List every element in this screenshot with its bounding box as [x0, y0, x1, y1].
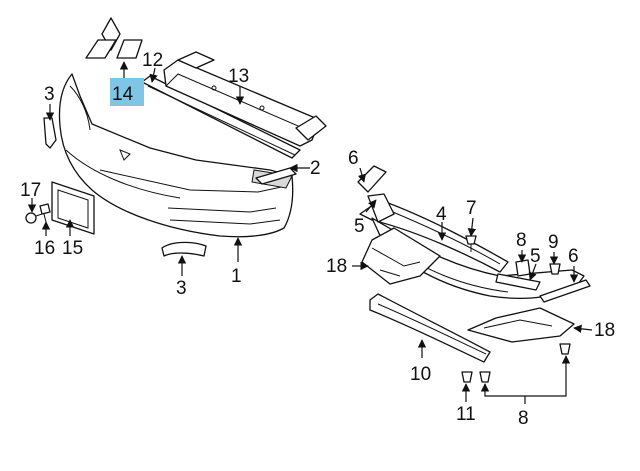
clip-8-lower-right-part[interactable]: [559, 343, 571, 355]
callout-2: 2: [310, 158, 321, 179]
grille-strip-part[interactable]: [141, 75, 301, 159]
callout-3-lower: 3: [176, 278, 187, 299]
callout-9: 9: [548, 232, 559, 253]
undercover-right-part[interactable]: [467, 307, 575, 343]
callout-17: 17: [20, 180, 41, 201]
lower-lip-spoiler-part[interactable]: [369, 293, 491, 363]
undercover-left-part[interactable]: [361, 227, 441, 285]
side-bracket-lower-part[interactable]: [161, 241, 207, 257]
callout-16: 16: [34, 238, 55, 259]
screw-16-part[interactable]: [39, 203, 51, 223]
callout-8-lower: 8: [518, 408, 529, 429]
callout-11: 11: [456, 404, 476, 425]
leader-lines: [27, 61, 593, 404]
seal-strip-part[interactable]: [255, 167, 297, 185]
corner-bracket-left-part[interactable]: [357, 165, 387, 193]
callout-3-upper: 3: [44, 84, 55, 105]
clip-9-part[interactable]: [549, 263, 561, 275]
callout-14: 14: [112, 84, 134, 105]
emblem-part[interactable]: [85, 17, 143, 59]
callout-7: 7: [466, 198, 477, 219]
callout-5-left: 5: [354, 216, 365, 237]
screw-17-part[interactable]: [25, 212, 43, 224]
callout-14-highlight: [110, 78, 144, 106]
side-trim-right-part[interactable]: [495, 273, 541, 291]
clip-8-upper-part[interactable]: [515, 259, 531, 277]
callout-15: 15: [62, 238, 83, 259]
callout-10: 10: [410, 364, 431, 385]
license-plate-bracket-part[interactable]: [51, 181, 95, 235]
callout-18-left: 18: [326, 256, 347, 277]
callout-6-right: 6: [568, 246, 579, 267]
callout-1: 1: [231, 266, 242, 287]
callout-8-upper: 8: [516, 230, 527, 251]
callout-labels: 14 12 13 3 2 1 3 17 16 15 6 5 4 7 8 5 9 …: [20, 50, 615, 429]
callout-18-right: 18: [594, 320, 615, 341]
clip-11-part[interactable]: [461, 371, 473, 383]
callout-13: 13: [228, 66, 249, 87]
callout-4: 4: [436, 204, 447, 225]
corner-bracket-right-part[interactable]: [539, 279, 591, 303]
callout-12: 12: [142, 50, 163, 71]
callout-6-left: 6: [348, 148, 359, 169]
clip-8-lower-left-part[interactable]: [479, 371, 491, 383]
side-bracket-upper-part[interactable]: [43, 117, 57, 149]
callout-5-right: 5: [530, 246, 541, 267]
